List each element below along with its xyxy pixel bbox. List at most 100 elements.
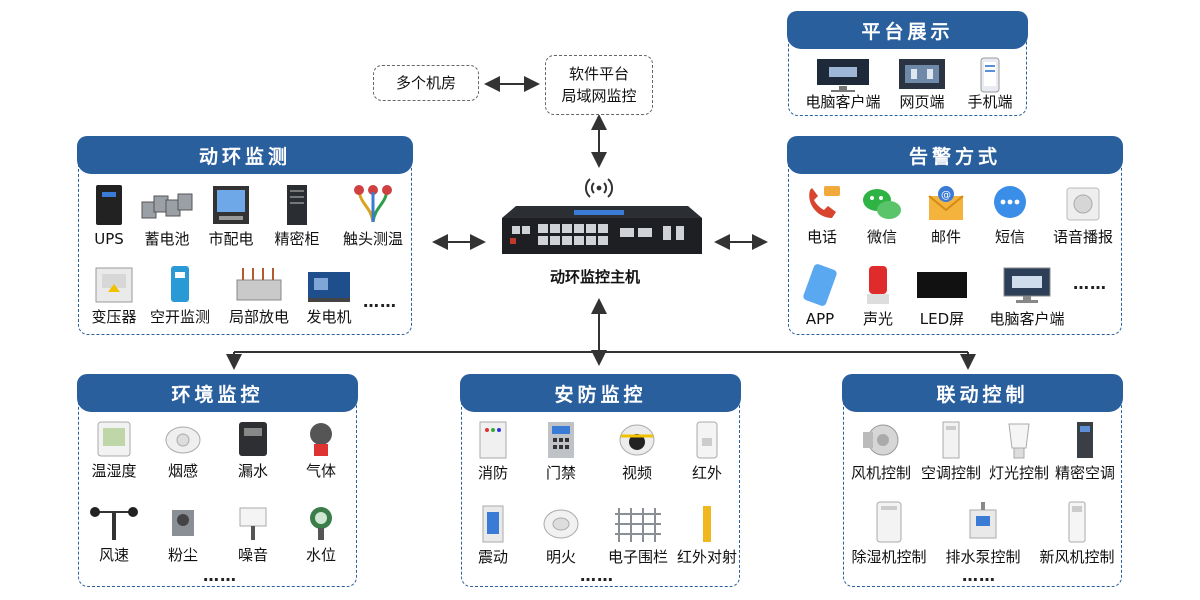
dust-sensor-icon	[172, 510, 194, 536]
env-wind-speed: 风速	[81, 504, 147, 564]
alarm-light-icon	[867, 266, 889, 304]
power-env-breaker: 空开监测	[145, 264, 215, 326]
platform-mobile: 手机端	[959, 57, 1021, 111]
power-env-generator: 发电机	[301, 264, 357, 326]
alarm-sms: 短信	[983, 184, 1037, 246]
alarm-more: ……	[1073, 274, 1107, 293]
link-precision-ac: 精密空调	[1050, 420, 1120, 482]
env-noise: 噪音	[225, 504, 281, 564]
browser-icon	[899, 59, 945, 89]
alarm-title: 告警方式	[787, 136, 1123, 174]
monitor-icon	[817, 59, 869, 92]
alarm-sound-light: 声光	[853, 264, 903, 328]
link-light: 灯光控制	[984, 420, 1054, 482]
alarm-email: @ 邮件	[919, 184, 973, 246]
wireless-icon	[584, 178, 614, 198]
power-env-contact-temp: 触头测温	[335, 184, 411, 248]
sms-icon	[994, 186, 1026, 218]
anemometer-icon	[90, 507, 138, 540]
env-gas: 气体	[293, 420, 349, 480]
host-chassis-icon	[502, 206, 702, 254]
mobile-app-icon	[803, 264, 837, 306]
fan-icon	[863, 424, 899, 456]
camera-icon	[619, 424, 655, 456]
security-title: 安防监控	[460, 374, 741, 412]
link-fresh-air: 新风机控制	[1034, 500, 1120, 566]
software-platform-line2: 局域网监控	[561, 87, 637, 105]
env-smoke: 烟感	[155, 420, 211, 480]
security-more: ……	[580, 566, 614, 585]
sec-infrared-beam: 红外对射	[674, 504, 740, 566]
alarm-phone: 电话	[795, 184, 849, 246]
water-leak-sensor-icon	[239, 422, 267, 456]
email-icon: @	[928, 186, 964, 220]
partial-discharge-icon	[236, 268, 282, 301]
led-screen-icon	[917, 272, 967, 298]
air-conditioner-icon	[942, 421, 960, 459]
smoke-detector-icon	[165, 426, 201, 454]
gas-detector-icon	[310, 423, 332, 456]
environment-panel: 环境监控 温湿度 烟感 漏水 气体 风速 粉尘 噪音 水位 ……	[77, 374, 358, 587]
multi-room-label: 多个机房	[395, 74, 456, 92]
power-env-partial-discharge: 局部放电	[223, 264, 295, 326]
alarm-wechat: 微信	[855, 184, 909, 246]
sec-flame: 明火	[534, 504, 588, 566]
host-device	[498, 176, 703, 260]
monitor-icon	[1003, 267, 1051, 303]
electric-fence-icon	[615, 508, 661, 542]
cabinet-icon	[287, 185, 307, 225]
keypad-icon	[548, 422, 574, 458]
multi-room-box: 多个机房	[373, 65, 479, 101]
infrared-sensor-icon	[696, 421, 718, 459]
svg-text:@: @	[941, 190, 951, 201]
drain-pump-icon	[969, 502, 997, 539]
env-water-level: 水位	[293, 504, 349, 564]
env-water-leak: 漏水	[225, 420, 281, 480]
generator-icon	[308, 272, 350, 302]
power-env-precision-cabinet: 精密柜	[265, 184, 329, 248]
phone-icon	[980, 57, 1000, 93]
env-temp-humidity: 温湿度	[81, 420, 147, 480]
alarm-pc-client: 电脑客户端	[985, 264, 1069, 328]
alarm-app: APP	[795, 264, 845, 328]
flame-detector-icon	[543, 509, 579, 539]
power-env-transformer: 变压器	[83, 264, 145, 326]
meter-icon	[213, 186, 249, 224]
alarm-voice: 语音播报	[1045, 184, 1121, 246]
wechat-icon	[863, 189, 901, 219]
alarm-led: LED屏	[909, 264, 975, 328]
link-drain-pump: 排水泵控制	[940, 500, 1026, 566]
platform-display-title: 平台展示	[787, 11, 1028, 49]
ups-icon	[96, 185, 122, 225]
linkage-panel: 联动控制 风机控制 空调控制 灯光控制 精密空调 除湿机控制 排水泵控制 新风机…	[842, 374, 1123, 587]
software-platform-line1: 软件平台	[568, 65, 629, 83]
light-bulb-icon	[1008, 423, 1030, 459]
water-level-gauge-icon	[310, 507, 332, 540]
power-env-distribution: 市配电	[201, 184, 261, 248]
sec-access: 门禁	[534, 420, 588, 482]
sec-video: 视频	[610, 420, 664, 482]
precision-ac-icon	[1077, 422, 1093, 458]
speaker-icon	[1066, 187, 1100, 221]
vibration-sensor-icon	[482, 505, 504, 543]
linkage-title: 联动控制	[842, 374, 1123, 412]
sec-vibration: 震动	[466, 504, 520, 566]
telephone-icon	[809, 186, 840, 218]
power-env-title: 动环监测	[77, 136, 413, 174]
env-dust: 粉尘	[155, 504, 211, 564]
temperature-sensor-icon	[354, 185, 392, 223]
alarm-panel: 告警方式 电话 微信 @ 邮件 短信 语音播报 APP 声光 LED屏 电脑客户…	[787, 136, 1123, 335]
battery-icon	[141, 193, 193, 219]
breaker-monitor-icon	[171, 266, 189, 302]
platform-display-panel: 平台展示 电脑客户端 网页端 手机端	[787, 11, 1028, 116]
sec-electric-fence: 电子围栏	[600, 504, 676, 566]
sec-infrared: 红外	[680, 420, 734, 482]
software-platform-box: 软件平台 局域网监控	[545, 55, 653, 115]
power-env-ups: UPS	[83, 184, 135, 248]
sec-fire: 消防	[466, 420, 520, 482]
security-panel: 安防监控 消防 门禁 视频 红外 震动 明火 电子围栏 红外对射 ……	[460, 374, 741, 587]
environment-title: 环境监控	[77, 374, 358, 412]
linkage-more: ……	[962, 566, 996, 585]
dehumidifier-icon	[876, 501, 902, 543]
